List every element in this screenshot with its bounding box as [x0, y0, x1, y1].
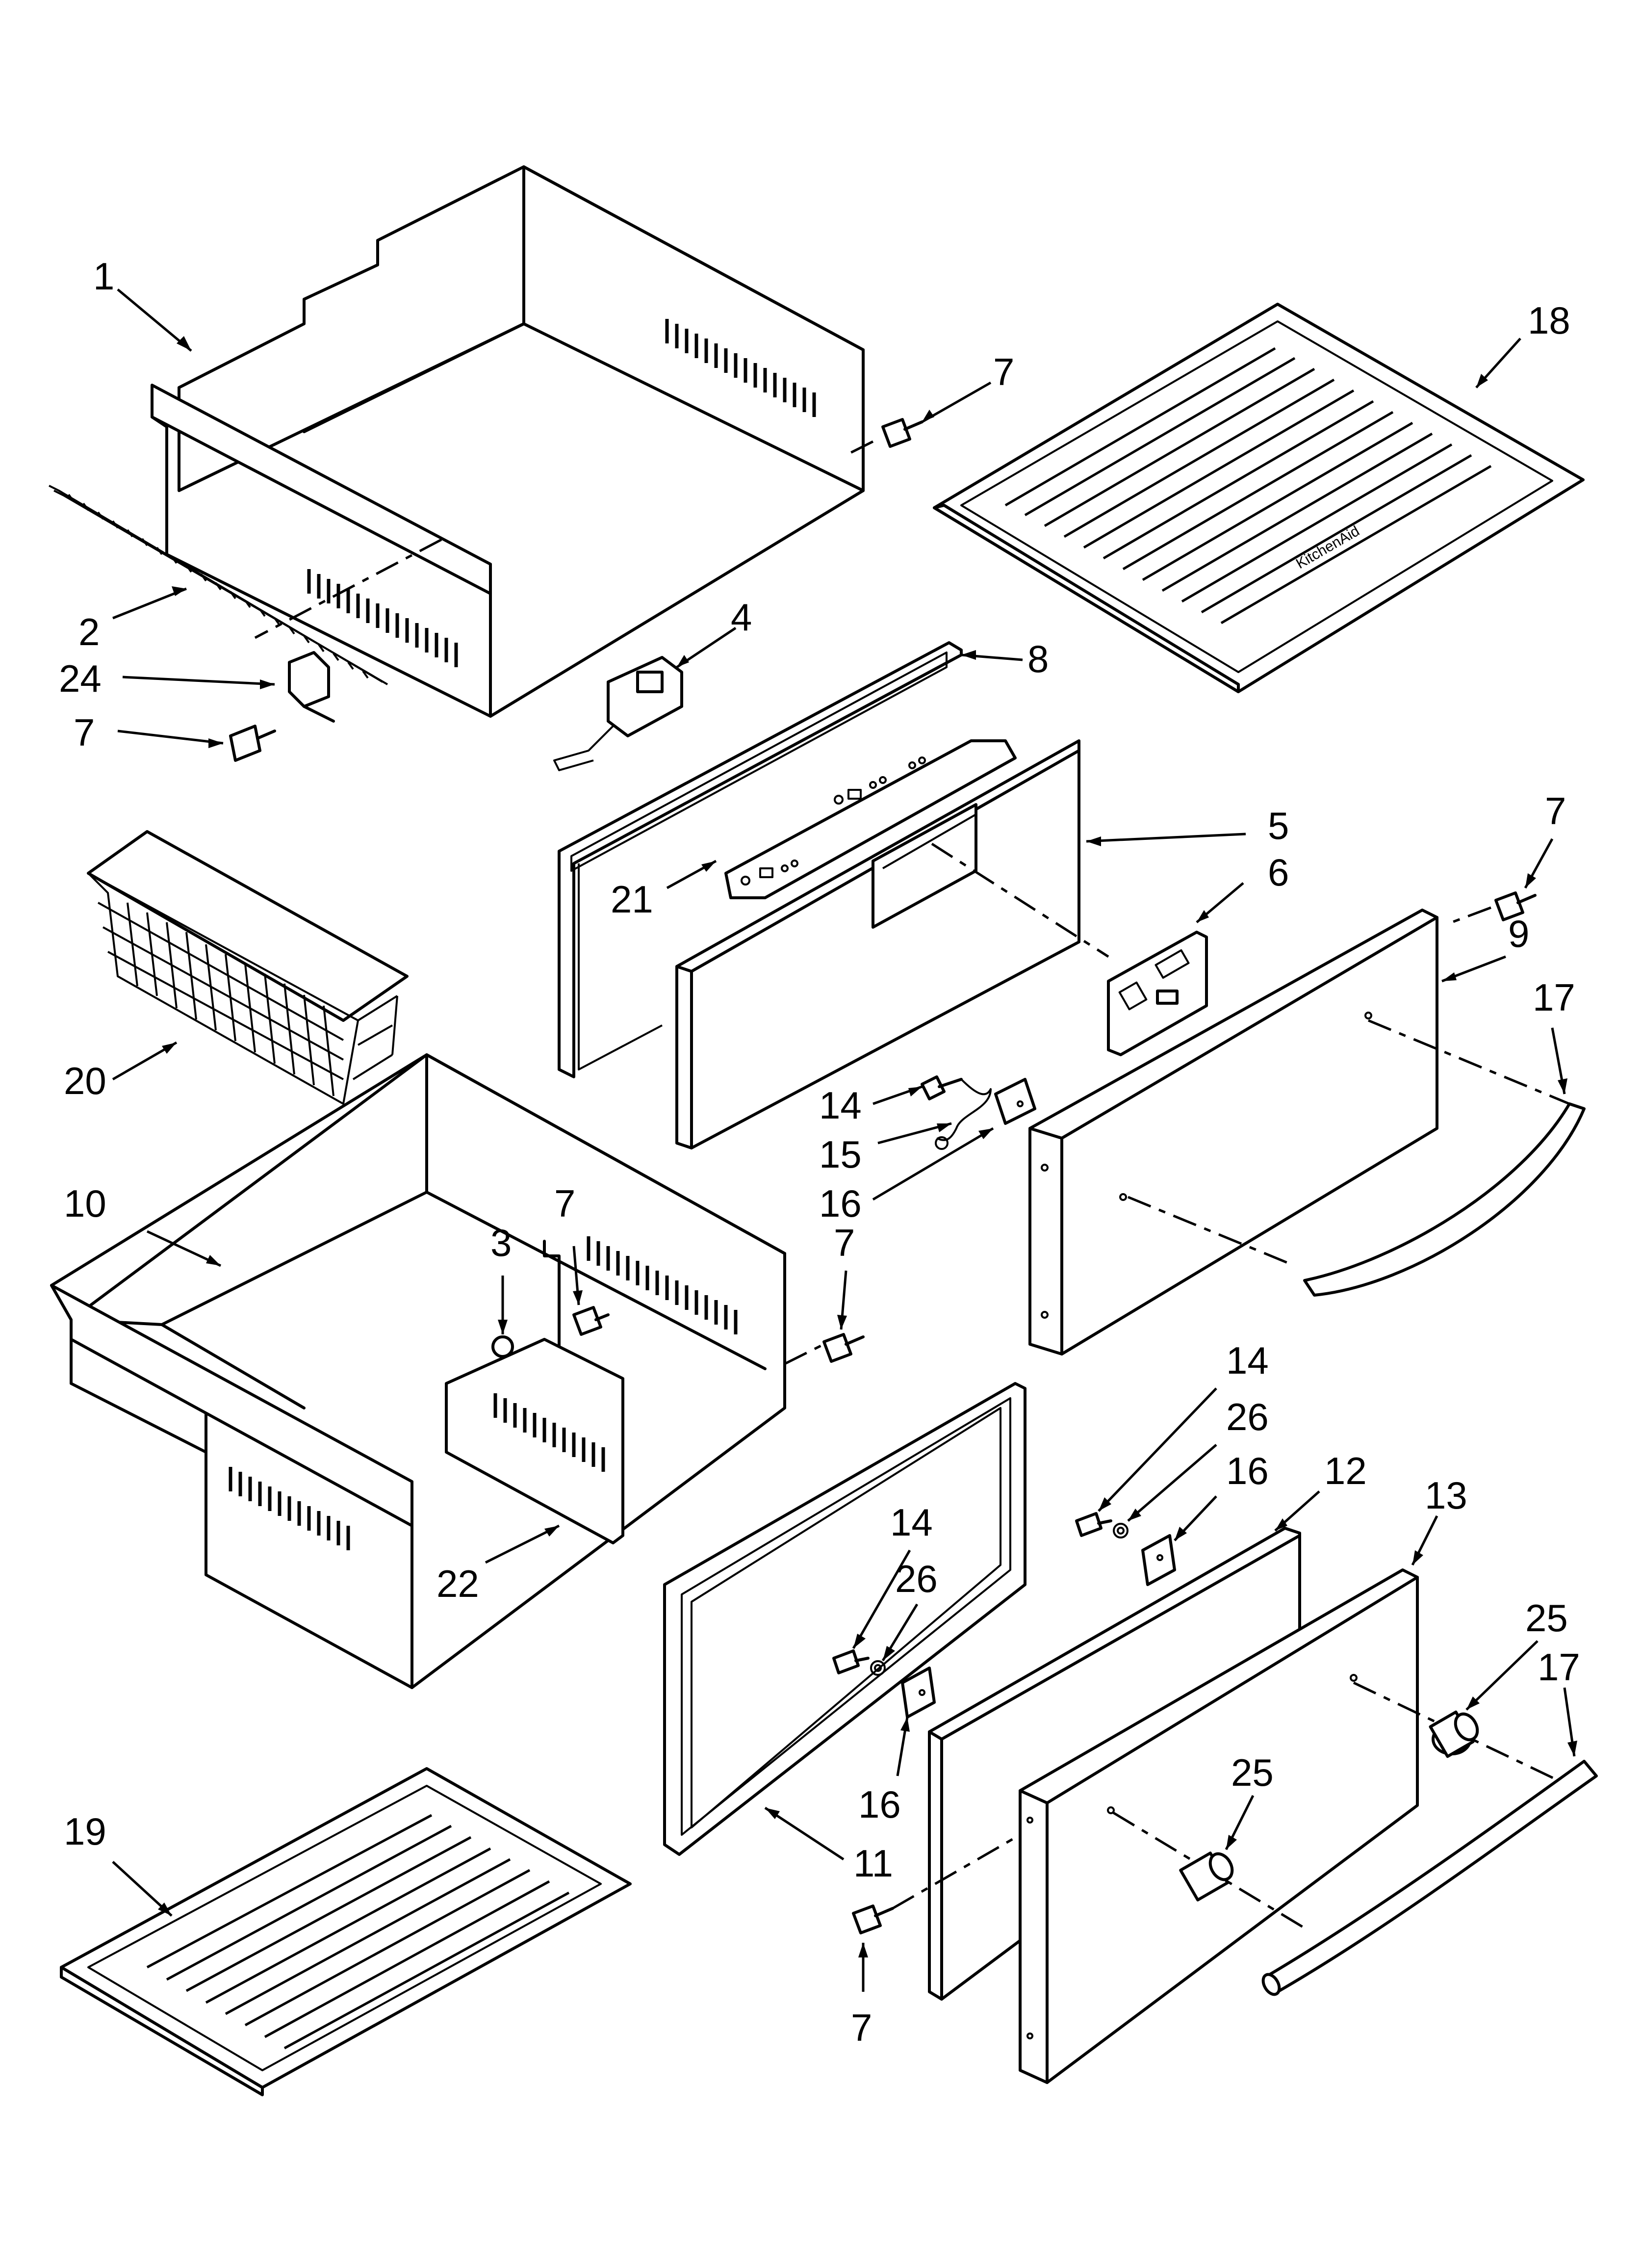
screw-7-mid-right — [822, 1333, 865, 1363]
callout-17: 17 — [1538, 1645, 1580, 1689]
screw-14-lower-right — [1075, 1512, 1112, 1537]
washer-16-upper — [994, 1078, 1036, 1125]
callout-25: 25 — [1231, 1751, 1274, 1794]
control-panel — [675, 739, 1080, 1149]
callout-22: 22 — [436, 1562, 479, 1605]
plate-16-lower-left — [901, 1667, 936, 1719]
callout-9: 9 — [1508, 912, 1529, 955]
light-switch — [553, 656, 683, 771]
callout-3: 3 — [490, 1221, 512, 1264]
shelf-lower — [60, 1767, 632, 2096]
callout-26: 26 — [1226, 1395, 1269, 1438]
callout-8: 8 — [1027, 637, 1049, 680]
callout-7: 7 — [834, 1221, 855, 1264]
screw-7-bottom — [852, 1833, 1021, 1934]
handle-mount-25-upper — [1429, 1710, 1479, 1758]
washer-26-lower-right — [1113, 1523, 1129, 1538]
screw-7-top — [881, 418, 924, 448]
upper-bin-vents-right — [665, 319, 816, 417]
callout-15: 15 — [819, 1133, 862, 1176]
wire-basket — [87, 830, 409, 1105]
drawer-front-lower — [1019, 1568, 1570, 2084]
ground-wire — [935, 1078, 992, 1150]
callout-12: 12 — [1324, 1449, 1367, 1492]
callout-18: 18 — [1528, 299, 1570, 342]
upper-bin-vents-front — [307, 569, 458, 667]
screw-7-left — [229, 725, 276, 762]
callout-2: 2 — [78, 610, 100, 653]
shelf-upper: KitchenAid — [933, 303, 1585, 693]
lower-bin-vents-front — [229, 1467, 350, 1550]
sensor-bracket — [288, 651, 335, 723]
callout-7: 7 — [851, 2006, 872, 2049]
callout-25: 25 — [1525, 1596, 1568, 1640]
plate-16-lower-right — [1141, 1534, 1176, 1586]
screw-14-upper — [921, 1075, 963, 1100]
handle-lower — [1261, 1760, 1598, 1996]
callout-7: 7 — [993, 350, 1014, 393]
screw-14-lower-left — [832, 1649, 870, 1674]
vent-cover — [445, 1338, 624, 1544]
callout-14: 14 — [819, 1084, 862, 1127]
callout-17: 17 — [1533, 976, 1575, 1019]
lower-bin-vents-right — [587, 1236, 738, 1334]
callout-labels: 1 2 24 7 4 7 18 8 5 6 21 7 9 17 20 10 14… — [59, 255, 1580, 2049]
leader-lines — [112, 288, 1577, 1992]
callout-6: 6 — [1268, 851, 1289, 894]
callout-11: 11 — [853, 1842, 893, 1885]
callout-24: 24 — [59, 657, 102, 700]
callout-7: 7 — [1545, 789, 1566, 833]
callout-14: 14 — [1226, 1339, 1269, 1382]
callout-4: 4 — [731, 596, 752, 639]
drawer-front-upper — [1028, 909, 1570, 1356]
fastener-3 — [491, 1335, 514, 1358]
callout-20: 20 — [64, 1059, 106, 1102]
heater-strip — [49, 485, 388, 685]
callout-21: 21 — [611, 878, 653, 921]
washer-26-lower-left — [870, 1660, 886, 1676]
gasket-upper — [558, 641, 963, 1078]
callout-7: 7 — [554, 1182, 575, 1225]
vent-cover-slots — [493, 1393, 605, 1472]
callout-5: 5 — [1268, 804, 1289, 847]
callout-14: 14 — [890, 1501, 933, 1544]
gasket-lower — [663, 1382, 1026, 1856]
callout-16: 16 — [858, 1783, 901, 1826]
upper-drawer-bin — [151, 165, 874, 718]
screw-7-mid — [572, 1306, 610, 1336]
callout-13: 13 — [1425, 1474, 1467, 1517]
handle-mount-25-lower — [1179, 1851, 1234, 1902]
handle-upper — [1303, 1102, 1586, 1297]
screw-7-right — [1451, 891, 1537, 924]
callout-1: 1 — [93, 255, 114, 298]
callout-19: 19 — [64, 1810, 106, 1853]
control-board — [931, 842, 1208, 1056]
callout-16: 16 — [1226, 1449, 1269, 1492]
callout-26: 26 — [895, 1557, 938, 1600]
callout-7: 7 — [74, 711, 95, 754]
callout-16: 16 — [819, 1182, 862, 1225]
callout-10: 10 — [64, 1182, 106, 1225]
